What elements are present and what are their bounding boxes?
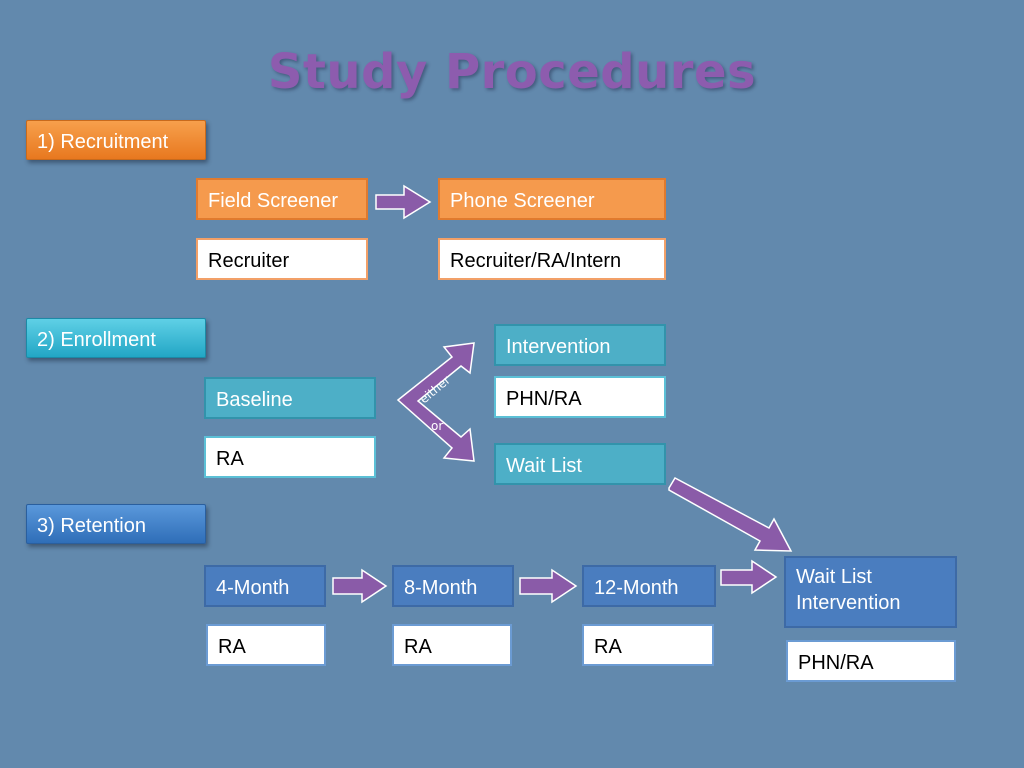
wait-list-intervention-staff: PHN/RA [786,640,956,682]
phone-screener-box: Phone Screener [438,178,666,220]
arrow-waitlist-to-intervention [668,477,793,552]
label-or: or [431,419,443,433]
intervention-staff: PHN/RA [494,376,666,418]
field-screener-box: Field Screener [196,178,368,220]
section-retention: 3) Retention [26,504,206,544]
arrow-branch-either-or [396,342,475,462]
intervention-box: Intervention [494,324,666,366]
page-title: Study Procedures [267,44,757,100]
baseline-box: Baseline [204,377,376,419]
baseline-staff: RA [204,436,376,478]
section-recruitment: 1) Recruitment [26,120,206,160]
wait-list-box: Wait List [494,443,666,485]
field-screener-staff: Recruiter [196,238,368,280]
section-enrollment: 2) Enrollment [26,318,206,358]
phone-screener-staff: Recruiter/RA/Intern [438,238,666,280]
month-12-staff: RA [582,624,714,666]
arrow-8-to-12 [519,568,578,604]
month-8-box: 8-Month [392,565,514,607]
arrow-12-to-intervention [720,559,778,595]
arrow-4-to-8 [332,568,388,604]
month-8-staff: RA [392,624,512,666]
arrow-field-to-phone [375,184,432,220]
wait-list-intervention-box: Wait List Intervention [784,556,957,628]
month-12-box: 12-Month [582,565,716,607]
month-4-staff: RA [206,624,326,666]
month-4-box: 4-Month [204,565,326,607]
